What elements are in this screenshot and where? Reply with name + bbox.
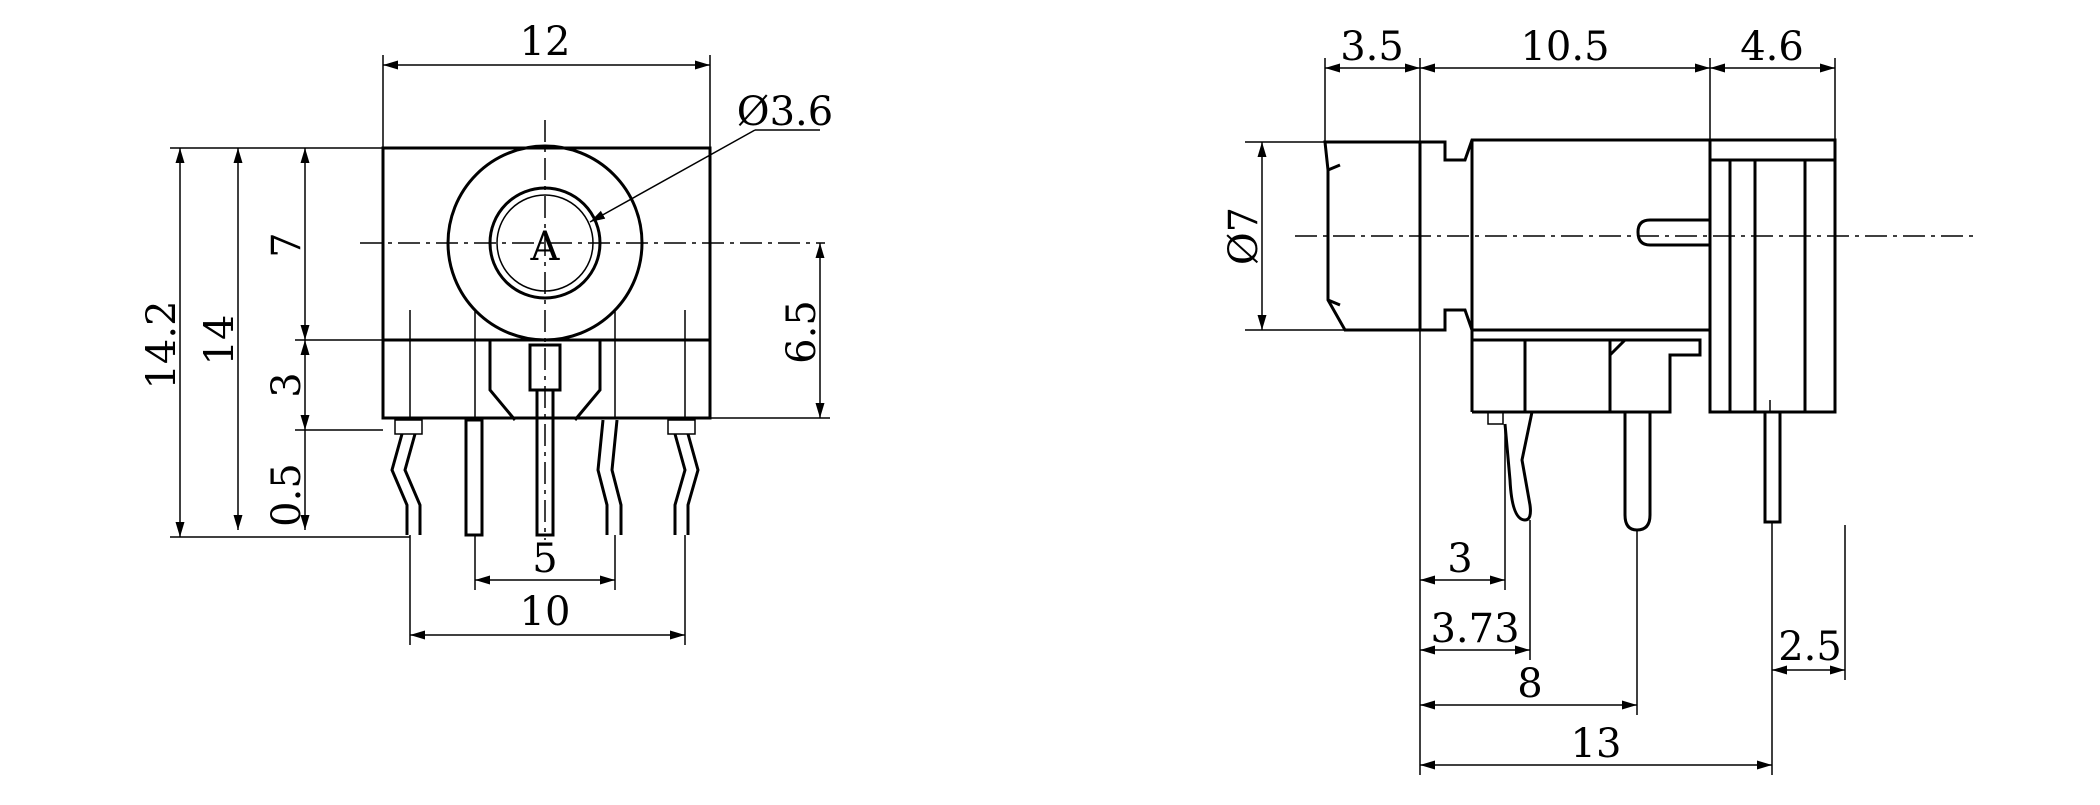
dim-text-12: 12	[520, 19, 571, 65]
dim-text-6-5: 6.5	[779, 300, 825, 364]
dim-text-14-2: 14.2	[139, 300, 185, 389]
dim-text-3: 3	[264, 372, 310, 397]
front-pins	[390, 388, 700, 537]
dim-text-4-6: 4.6	[1740, 24, 1804, 70]
dim-text-10-5: 10.5	[1520, 24, 1609, 70]
side-inner-pin	[1636, 218, 1710, 247]
front-body-outline	[381, 146, 712, 420]
side-pins	[1487, 410, 1782, 532]
front-lower-detail	[488, 340, 517, 421]
dim-text-p3: 3	[1447, 536, 1472, 582]
dim-text-5: 5	[532, 536, 557, 582]
side-neck	[1420, 138, 1712, 332]
dim-text-d7: Ø7	[1221, 207, 1267, 265]
dim-text-3-5: 3.5	[1340, 24, 1404, 70]
dim-text-p13: 13	[1571, 721, 1622, 767]
front-lower-detail-r	[573, 340, 602, 421]
dim-leader-hole	[589, 129, 756, 223]
dim-text-14: 14	[197, 315, 243, 366]
front-view: A 12 14.2 14	[139, 19, 833, 645]
side-view: 3.5 10.5 4.6 Ø7 3 3.73 8 13 2.5	[1221, 24, 1975, 775]
side-lower-base	[1472, 338, 1702, 414]
dim-text-0-5: 0.5	[264, 463, 310, 527]
dim-text-hole: Ø3.6	[737, 89, 833, 135]
dim-text-p8: 8	[1517, 661, 1542, 707]
dim-text-p373: 3.73	[1430, 606, 1519, 652]
dim-text-p2-5: 2.5	[1778, 624, 1842, 670]
dim-text-7: 7	[264, 232, 310, 257]
dim-text-10: 10	[520, 589, 571, 635]
